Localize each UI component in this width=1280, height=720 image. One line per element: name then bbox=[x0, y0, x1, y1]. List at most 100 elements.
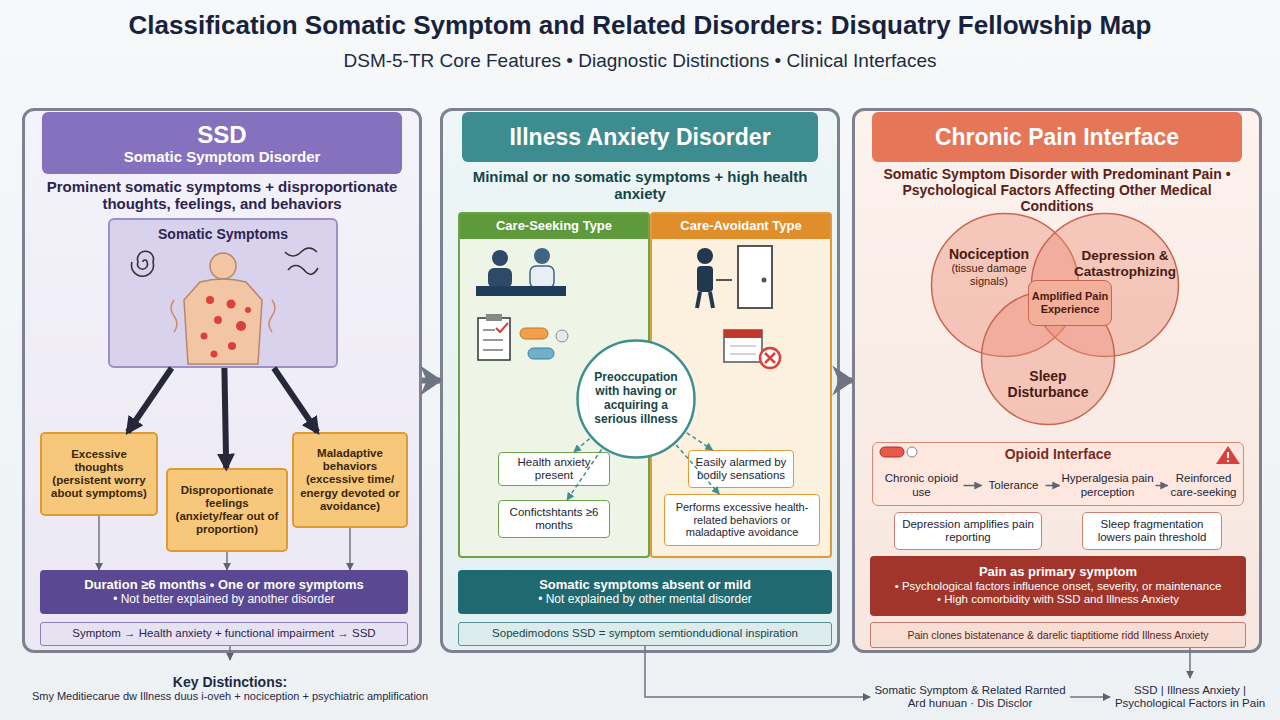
opioid-capsule bbox=[880, 447, 904, 457]
connector-arrow bbox=[274, 368, 318, 432]
node-text: Somatic Symptom Disorder with Predominan… bbox=[864, 166, 1250, 214]
warning-dot bbox=[1227, 460, 1229, 462]
connector-arrow bbox=[687, 433, 713, 450]
opioid-box: Opioid InterfaceChronic opioid useTolera… bbox=[872, 442, 1244, 506]
pill-capsule bbox=[520, 328, 548, 339]
distinction-note: Key Distinctions:Smy Meditiecarue dw Ill… bbox=[20, 660, 440, 716]
doctor-coat bbox=[530, 266, 554, 288]
node-text: Sleep fragmentation lowers pain threshol… bbox=[1088, 518, 1216, 544]
node-text: Somatic Symptoms bbox=[158, 226, 288, 242]
node-text: Tolerance bbox=[989, 479, 1039, 492]
warning-triangle bbox=[1216, 446, 1240, 464]
connector-arrow bbox=[98, 516, 100, 570]
node-text: Pain clones bistatenance & darelic tiapt… bbox=[907, 629, 1208, 641]
nerve-squiggle bbox=[285, 248, 318, 274]
node-text: Confictshtants ≥6 months bbox=[503, 506, 605, 532]
consult-desk bbox=[476, 286, 566, 296]
connector-arrow bbox=[229, 646, 231, 660]
core-circle-shape bbox=[578, 341, 695, 458]
chain-step: Hyperalgesia pain perception bbox=[1060, 470, 1156, 502]
door-knob bbox=[762, 278, 767, 283]
symptom-box: Somatic Symptoms bbox=[108, 218, 338, 368]
pill-capsule bbox=[528, 348, 554, 359]
calendar-lines bbox=[730, 346, 756, 354]
criterion-box: Easily alarmed by bodily sensations bbox=[688, 450, 794, 488]
node-text: • Not better explained by another disord… bbox=[113, 593, 335, 607]
criteria-band: Pain as primary symptom• Psychological f… bbox=[870, 556, 1246, 616]
connector-arrow bbox=[1070, 696, 1110, 698]
panel: Prominent somatic symptoms + disproporti… bbox=[22, 108, 422, 653]
overlap-box: Amplified Pain Experience bbox=[1028, 280, 1112, 326]
node-text: (tissue damage signals) bbox=[938, 262, 1040, 287]
calendar bbox=[724, 330, 762, 362]
clipboard-clip bbox=[486, 314, 502, 321]
node-text: Preoccupation with having or acquiring a… bbox=[590, 371, 682, 426]
feature-box: Disproportionate feelings (anxiety/fear … bbox=[166, 468, 288, 552]
symptom-dot bbox=[245, 307, 251, 313]
chain-step: Tolerance bbox=[982, 476, 1046, 496]
connector-arrow bbox=[226, 552, 228, 570]
symptom-dot bbox=[206, 296, 214, 304]
summary-note: SSD | Illness Anxiety | Psychological Fa… bbox=[1110, 678, 1270, 716]
criteria-band: Duration ≥6 months • One or more symptom… bbox=[40, 570, 408, 614]
connector-arrow bbox=[1046, 485, 1060, 487]
node-text: Health anxiety present bbox=[503, 456, 605, 482]
node-text: Hyperalgesia pain perception bbox=[1060, 472, 1156, 498]
node-text: Easily alarmed by bodily sensations bbox=[693, 456, 789, 482]
body-head bbox=[210, 253, 236, 279]
node-text: Sleep Disturbance bbox=[990, 368, 1106, 400]
node-text: Duration ≥6 months • One or more symptom… bbox=[84, 578, 364, 593]
node-text: Nociception bbox=[949, 246, 1029, 262]
pathway-band: Pain clones bistatenance & darelic tiapt… bbox=[870, 622, 1246, 648]
node-text: SSD bbox=[197, 121, 246, 149]
connector-arrow bbox=[349, 528, 351, 570]
symptom-dot bbox=[228, 342, 236, 350]
symptom-dot bbox=[201, 333, 208, 340]
care-seeking-icons bbox=[476, 248, 568, 360]
node-text: SSD | Illness Anxiety | Psychological Fa… bbox=[1110, 684, 1270, 710]
cancel-cross bbox=[765, 353, 775, 363]
node-text: Pain as primary symptom bbox=[979, 565, 1137, 580]
person-legs bbox=[697, 292, 713, 308]
pathway-band: Symptom → Health anxiety + functional im… bbox=[40, 622, 408, 646]
chain-step: Reinforced care-seeking bbox=[1168, 470, 1240, 502]
criterion-box: Performs excessive health-related behavi… bbox=[664, 494, 820, 546]
node-text: Disproportionate feelings (anxiety/fear … bbox=[172, 484, 282, 537]
heat-line bbox=[269, 300, 275, 332]
check-mark bbox=[496, 323, 508, 332]
panel: Minimal or no somatic symptoms + high he… bbox=[440, 108, 840, 653]
effect-box: Sleep fragmentation lowers pain threshol… bbox=[1082, 512, 1222, 550]
connector-arrow bbox=[574, 439, 590, 452]
patient-head bbox=[492, 250, 508, 266]
criterion-box: Health anxiety present bbox=[498, 452, 610, 486]
symptom-dot bbox=[211, 351, 218, 358]
node-text: Amplified Pain Experience bbox=[1029, 290, 1111, 315]
effect-box: Depression amplifies pain reporting bbox=[894, 512, 1042, 550]
node-text: Care-Seeking Type bbox=[460, 214, 648, 239]
subtitle: DSM-5-TR Core Features • Diagnostic Dist… bbox=[0, 50, 1280, 72]
panel: Somatic Symptom Disorder with Predominan… bbox=[852, 108, 1262, 653]
core-circle: Preoccupation with having or acquiring a… bbox=[575, 338, 697, 460]
node-text: • Psychological factors influence onset,… bbox=[895, 580, 1222, 593]
diagram-title: Classification Somatic Symptom and Relat… bbox=[0, 10, 1280, 41]
node-text: Smy Meditiecarue dw Illness duus i-oveh … bbox=[32, 690, 428, 703]
clipboard-lines bbox=[483, 330, 503, 350]
opioid-tablet bbox=[907, 447, 917, 457]
connector-arrow bbox=[1156, 485, 1168, 487]
node-text: Reinforced care-seeking bbox=[1168, 472, 1240, 498]
cancel-circle bbox=[760, 348, 780, 368]
connector-arrow bbox=[645, 646, 870, 697]
node-text: Performs excessive health-related behavi… bbox=[669, 501, 815, 539]
node-text: Excessive thoughts (persistent worry abo… bbox=[46, 448, 152, 501]
node-text: Symptom → Health anxiety + functional im… bbox=[72, 627, 375, 640]
heat-line bbox=[171, 300, 177, 332]
connector-arrow bbox=[964, 485, 982, 487]
node-text: Depression & Catastrophizing bbox=[1074, 248, 1176, 279]
node-text: Sopedimodons SSD = symptom semtiondudion… bbox=[492, 627, 798, 640]
feature-box: Maladaptive behaviors (excessive time/ e… bbox=[292, 432, 408, 528]
node-text: • High comorbidity with SSD and Illness … bbox=[937, 593, 1179, 606]
criteria-band: Somatic symptoms absent or mild• Not exp… bbox=[458, 570, 832, 614]
connector-arrow bbox=[567, 449, 602, 500]
clipboard bbox=[478, 318, 510, 360]
